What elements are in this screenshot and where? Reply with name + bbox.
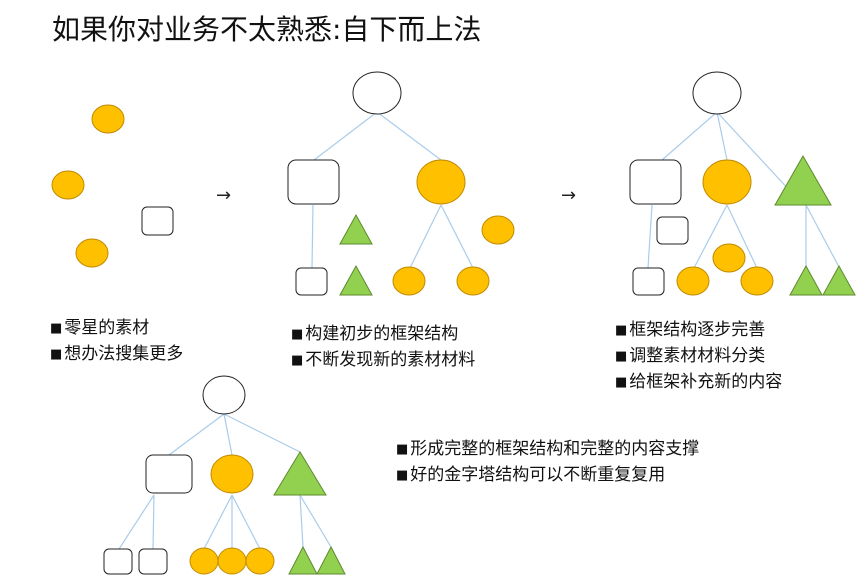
square-node (629, 159, 682, 205)
orange-circle-node (189, 547, 219, 575)
root-circle-node (352, 71, 402, 115)
square-node (295, 267, 328, 296)
square-node (103, 548, 133, 575)
stage2-caption: 构建初步的框架结构 不断发现新的素材材料 (291, 322, 475, 374)
caption-line: 想办法搜集更多 (50, 342, 183, 368)
connector-line (693, 204, 728, 269)
connector-line (299, 494, 304, 548)
stage2-framework (287, 71, 515, 296)
orange-circle-node (91, 104, 125, 134)
connector-line (313, 111, 378, 161)
caption-line: 不断发现新的素材材料 (291, 348, 475, 374)
orange-circle-node (456, 266, 490, 296)
stage4-caption: 形成完整的框架结构和完整的内容支撑 好的金字塔结构可以不断重复复用 (396, 437, 699, 489)
green-triangle-node (774, 154, 832, 206)
caption-line: 调整素材材料分类 (615, 344, 782, 370)
page-title: 如果你对业务不太熟悉:自下而上法 (52, 13, 482, 46)
caption-line: 零星的素材 (50, 316, 183, 342)
stage3-framework (629, 71, 856, 296)
orange-circle-node (481, 215, 515, 245)
caption-line: 给框架补充新的内容 (615, 370, 782, 396)
square-node (141, 206, 174, 236)
orange-circle-node (740, 266, 774, 296)
caption-line: 框架结构逐步完善 (615, 318, 782, 344)
root-circle-node (692, 71, 742, 115)
green-triangle-node (789, 264, 823, 296)
orange-circle-node (217, 547, 247, 575)
orange-circle-node (245, 547, 275, 575)
connector-line (203, 494, 233, 550)
stage4-pyramid (103, 375, 346, 575)
green-triangle-node (273, 451, 327, 496)
connector-line (376, 111, 442, 161)
connector-line (223, 413, 301, 453)
square-node (287, 159, 340, 205)
connector-line (118, 494, 155, 550)
orange-circle-node (416, 159, 466, 205)
caption-line: 好的金字塔结构可以不断重复复用 (396, 463, 699, 489)
orange-circle-node (210, 454, 254, 494)
square-node (145, 454, 193, 494)
connector-line (231, 494, 261, 550)
green-triangle-node (316, 545, 346, 575)
green-triangle-node (288, 545, 318, 575)
green-triangle-node (822, 264, 856, 296)
orange-circle-node (51, 170, 85, 200)
connector-line (223, 413, 233, 456)
arrow-stage1-to-stage2: → (216, 185, 232, 206)
caption-line: 构建初步的框架结构 (291, 322, 475, 348)
square-node (138, 548, 168, 575)
connector-line (311, 204, 314, 269)
connector-line (168, 413, 225, 456)
connector-line (409, 204, 442, 269)
connector-line (726, 204, 758, 269)
orange-circle-node (676, 266, 710, 296)
square-node (632, 267, 665, 296)
root-circle-node (202, 375, 246, 415)
connector-line (661, 111, 718, 161)
stage3-caption: 框架结构逐步完善 调整素材材料分类 给框架补充新的内容 (615, 318, 782, 396)
connector-line (440, 204, 474, 269)
connector-line (647, 204, 653, 269)
orange-circle-node (392, 266, 426, 296)
connector-line (299, 494, 332, 548)
orange-circle-node (712, 243, 746, 273)
square-node (656, 216, 689, 245)
stage1-caption: 零星的素材 想办法搜集更多 (50, 316, 183, 368)
orange-circle-node (75, 238, 109, 268)
connector-line (805, 204, 840, 268)
connector-line (152, 494, 155, 550)
orange-circle-node (702, 159, 752, 205)
connector-line (716, 111, 728, 161)
green-triangle-node (339, 213, 373, 245)
arrow-stage2-to-stage3: → (561, 185, 577, 206)
stage1-materials (51, 104, 174, 268)
caption-line: 形成完整的框架结构和完整的内容支撑 (396, 437, 699, 463)
green-triangle-node (339, 264, 373, 296)
